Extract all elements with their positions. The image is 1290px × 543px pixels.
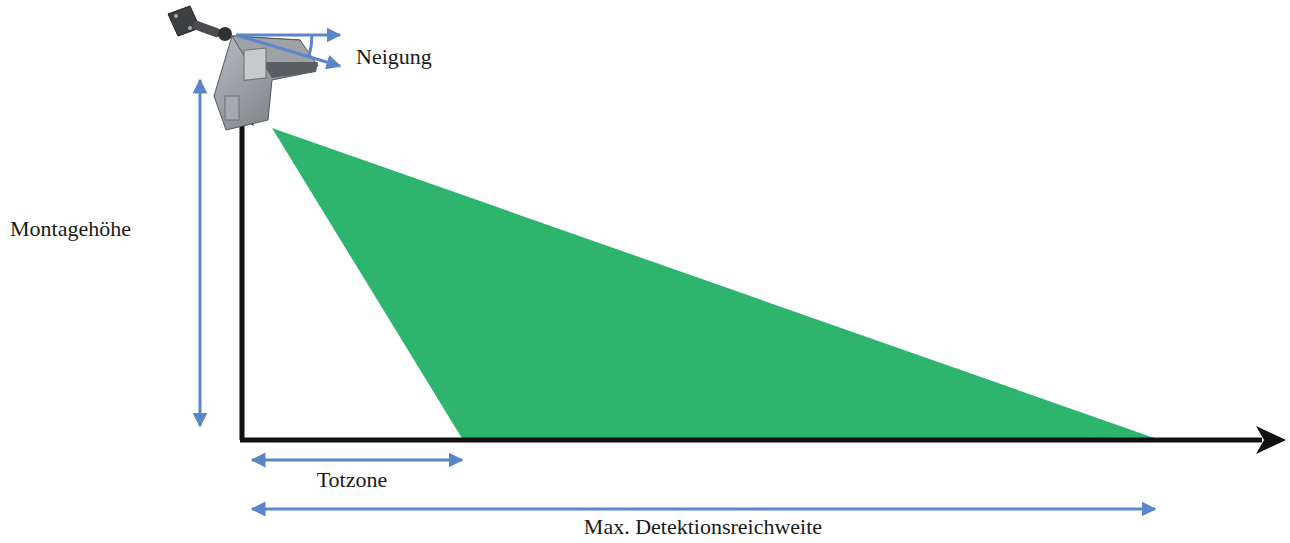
drawing-part	[236, 34, 340, 37]
tilt-indicator	[236, 35, 340, 66]
drawing-part	[174, 14, 178, 18]
sensor-housing	[214, 36, 318, 130]
drawing-part	[309, 35, 312, 56]
mounting-bracket	[168, 6, 232, 41]
drawing-part	[262, 62, 318, 78]
height-dimension	[199, 80, 202, 426]
deadzone-label: Totzone	[317, 467, 388, 492]
drawing-part	[236, 35, 340, 66]
drawing-part	[244, 48, 266, 80]
horizontal-axis	[240, 438, 1262, 443]
drawing-part	[218, 27, 232, 41]
drawing-part	[188, 26, 192, 30]
drawing-part	[225, 96, 239, 120]
range-dimension	[252, 508, 1155, 511]
detection-area	[272, 128, 1160, 440]
vertical-axis	[240, 112, 245, 440]
drawing-part	[192, 20, 221, 38]
deadzone-dimension	[252, 459, 462, 462]
drawing-part	[168, 6, 200, 36]
height-label: Montagehöhe	[10, 216, 131, 241]
tilt-label: Neigung	[356, 44, 432, 69]
axis-arrowhead	[1256, 426, 1286, 454]
range-label: Max. Detektionsreichweite	[584, 514, 822, 539]
